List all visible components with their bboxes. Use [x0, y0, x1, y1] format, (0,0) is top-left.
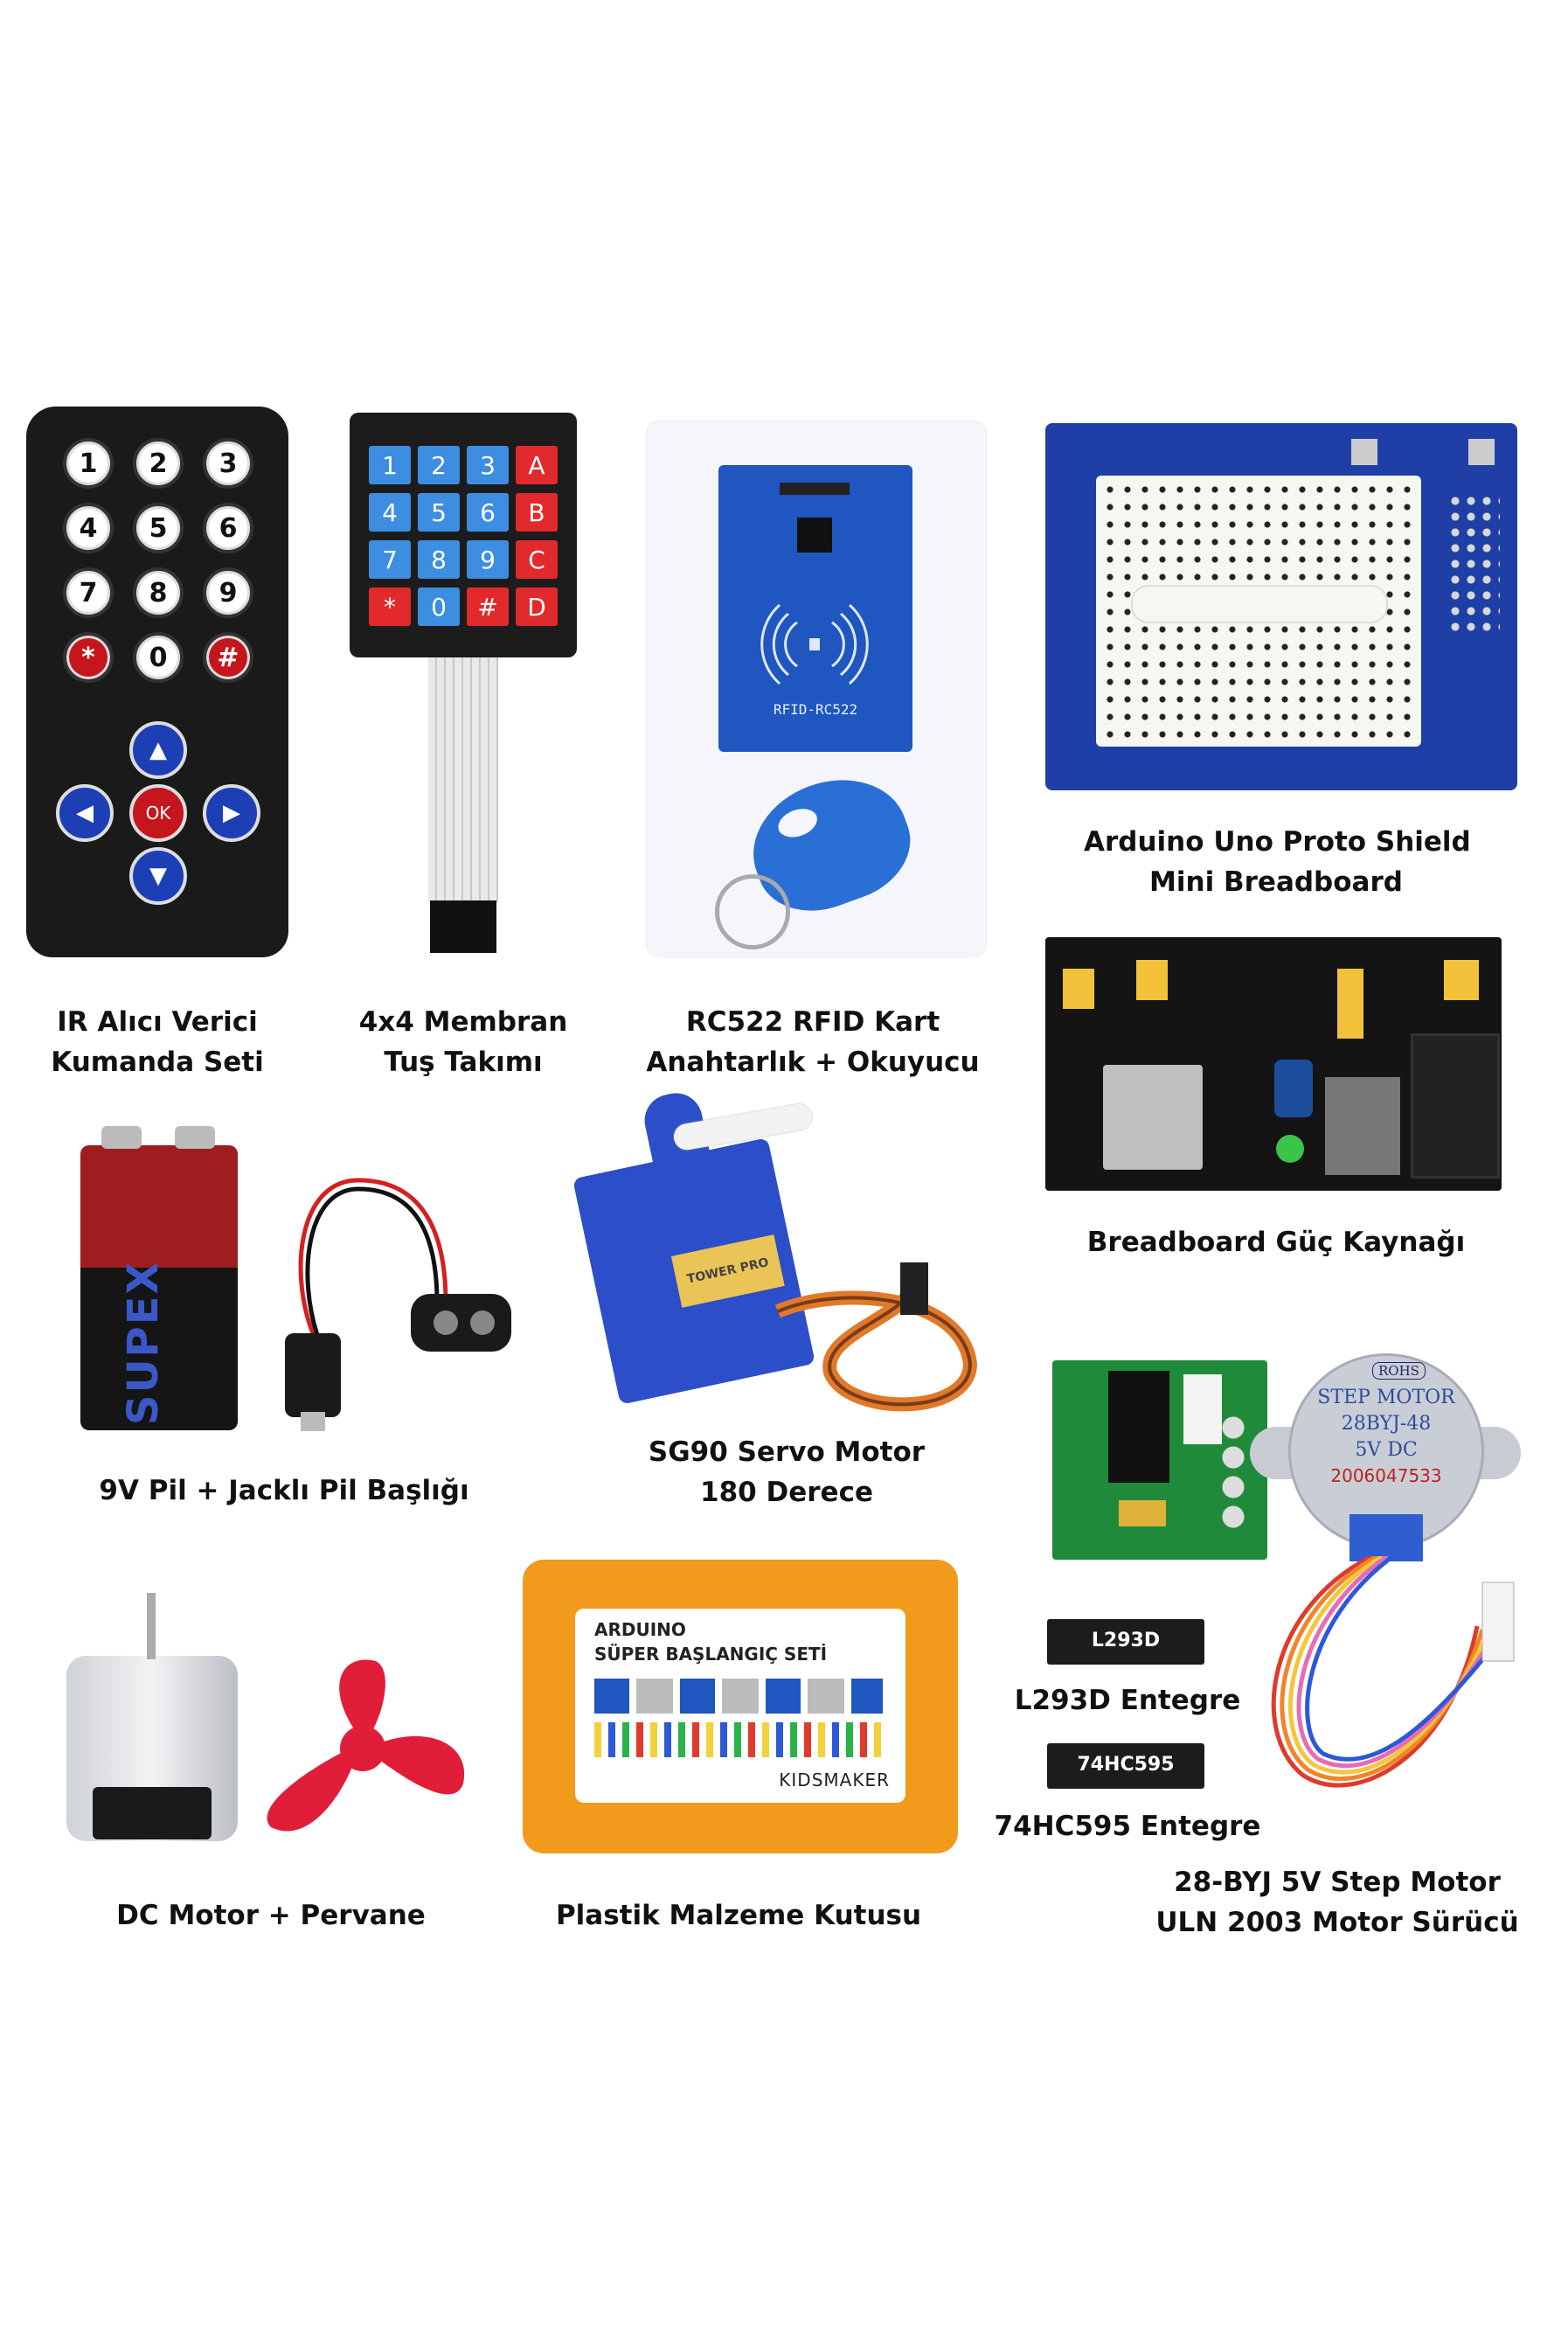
- l293d-chip-label: L293D: [1091, 1630, 1161, 1651]
- servo-brand-label: TOWER PRO: [670, 1234, 785, 1308]
- keypad-key: 2: [418, 446, 460, 484]
- caption-dc-motor: DC Motor + Pervane: [116, 1900, 426, 1931]
- remote-key: 8: [133, 567, 184, 618]
- keypad-key: 8: [418, 540, 460, 579]
- keypad-key: 0: [418, 588, 460, 626]
- step-motor-label-line3: 5V DC: [1355, 1439, 1418, 1461]
- rfid-board-label: RFID-RC522: [773, 701, 858, 718]
- 74hc595-chip-image: 74HC595: [1047, 1743, 1204, 1789]
- keypad-key: D: [516, 588, 558, 626]
- caption-l293d: L293D Entegre: [1014, 1685, 1241, 1716]
- plastic-storage-box-image: ARDUINO SÜPER BAŞLANGIÇ SETİ KIDSMAKER: [523, 1560, 958, 1853]
- 28byj-step-motor-image: ROHS STEP MOTOR 28BYJ-48 5V DC 200604753…: [1250, 1343, 1521, 1561]
- step-motor-label-line2: 28BYJ-48: [1341, 1413, 1432, 1435]
- dc-motor-image: [66, 1593, 238, 1841]
- keypad-key: B: [516, 493, 558, 532]
- step-motor-label-line4: 2006047533: [1330, 1465, 1442, 1486]
- box-label-line1: ARDUINO: [594, 1619, 686, 1640]
- keypad-key: *: [369, 588, 411, 626]
- step-motor-label-line1: STEP MOTOR: [1317, 1387, 1455, 1408]
- keypad-key: 6: [467, 493, 509, 532]
- remote-key: #: [203, 632, 253, 683]
- remote-key: 9: [203, 567, 253, 618]
- left-arrow-button: ◀: [56, 784, 114, 842]
- keypad-key: 4: [369, 493, 411, 532]
- keypad-key: 3: [467, 446, 509, 484]
- down-arrow-button: ▼: [129, 847, 187, 905]
- remote-key: 0: [133, 632, 184, 683]
- 74hc595-chip-label: 74HC595: [1077, 1754, 1175, 1776]
- remote-key: 4: [63, 503, 114, 553]
- remote-key: 2: [133, 438, 184, 489]
- keypad-ribbon-cable: [428, 657, 498, 902]
- caption-battery: 9V Pil + Jacklı Pil Başlığı: [99, 1475, 469, 1506]
- keypad-key: 7: [369, 540, 411, 579]
- remote-key: 5: [133, 503, 184, 553]
- keypad-key: 5: [418, 493, 460, 532]
- up-arrow-button: ▲: [129, 721, 187, 779]
- l293d-chip-image: L293D: [1047, 1619, 1204, 1665]
- proto-shield-image: [1045, 423, 1517, 790]
- step-motor-wires: [1271, 1556, 1515, 1788]
- breadboard-power-supply-image: [1045, 937, 1502, 1191]
- caption-box: Plastik Malzeme Kutusu: [555, 1900, 922, 1931]
- box-label-line2: SÜPER BAŞLANGIÇ SETİ: [594, 1644, 828, 1665]
- ok-button: OK: [129, 784, 187, 842]
- keypad-connector: [430, 900, 496, 953]
- battery-snap-cable: [285, 1178, 511, 1431]
- box-label-card: ARDUINO SÜPER BAŞLANGIÇ SETİ KIDSMAKER: [575, 1609, 905, 1803]
- servo-cable: [774, 1262, 978, 1412]
- caption-power-supply: Breadboard Güç Kaynağı: [1086, 1227, 1466, 1258]
- remote-key: *: [63, 632, 114, 683]
- step-motor-badge: ROHS: [1372, 1362, 1426, 1380]
- box-brand-label: KIDSMAKER: [779, 1769, 890, 1790]
- keypad-key: #: [467, 588, 509, 626]
- battery-brand-label: SUPEX: [119, 1260, 168, 1425]
- propeller-icon: [267, 1659, 465, 1832]
- 9v-battery-image: SUPEX: [80, 1126, 238, 1430]
- rfid-reader-board: RFID-RC522: [718, 465, 912, 752]
- remote-key: 6: [203, 503, 253, 553]
- remote-key: 1: [63, 438, 114, 489]
- remote-key: 3: [203, 438, 253, 489]
- uln2003-driver-board-image: [1052, 1360, 1267, 1560]
- caption-74hc595: 74HC595 Entegre: [994, 1811, 1261, 1842]
- keypad-key: 9: [467, 540, 509, 579]
- keypad-key: 1: [369, 446, 411, 484]
- remote-key: 7: [63, 567, 114, 618]
- keypad-key: C: [516, 540, 558, 579]
- keypad-key: A: [516, 446, 558, 484]
- rfid-key-ring: [715, 874, 790, 949]
- mini-breadboard: [1096, 476, 1421, 747]
- right-arrow-button: ▶: [203, 784, 260, 842]
- rfid-antenna-icon: [760, 603, 869, 685]
